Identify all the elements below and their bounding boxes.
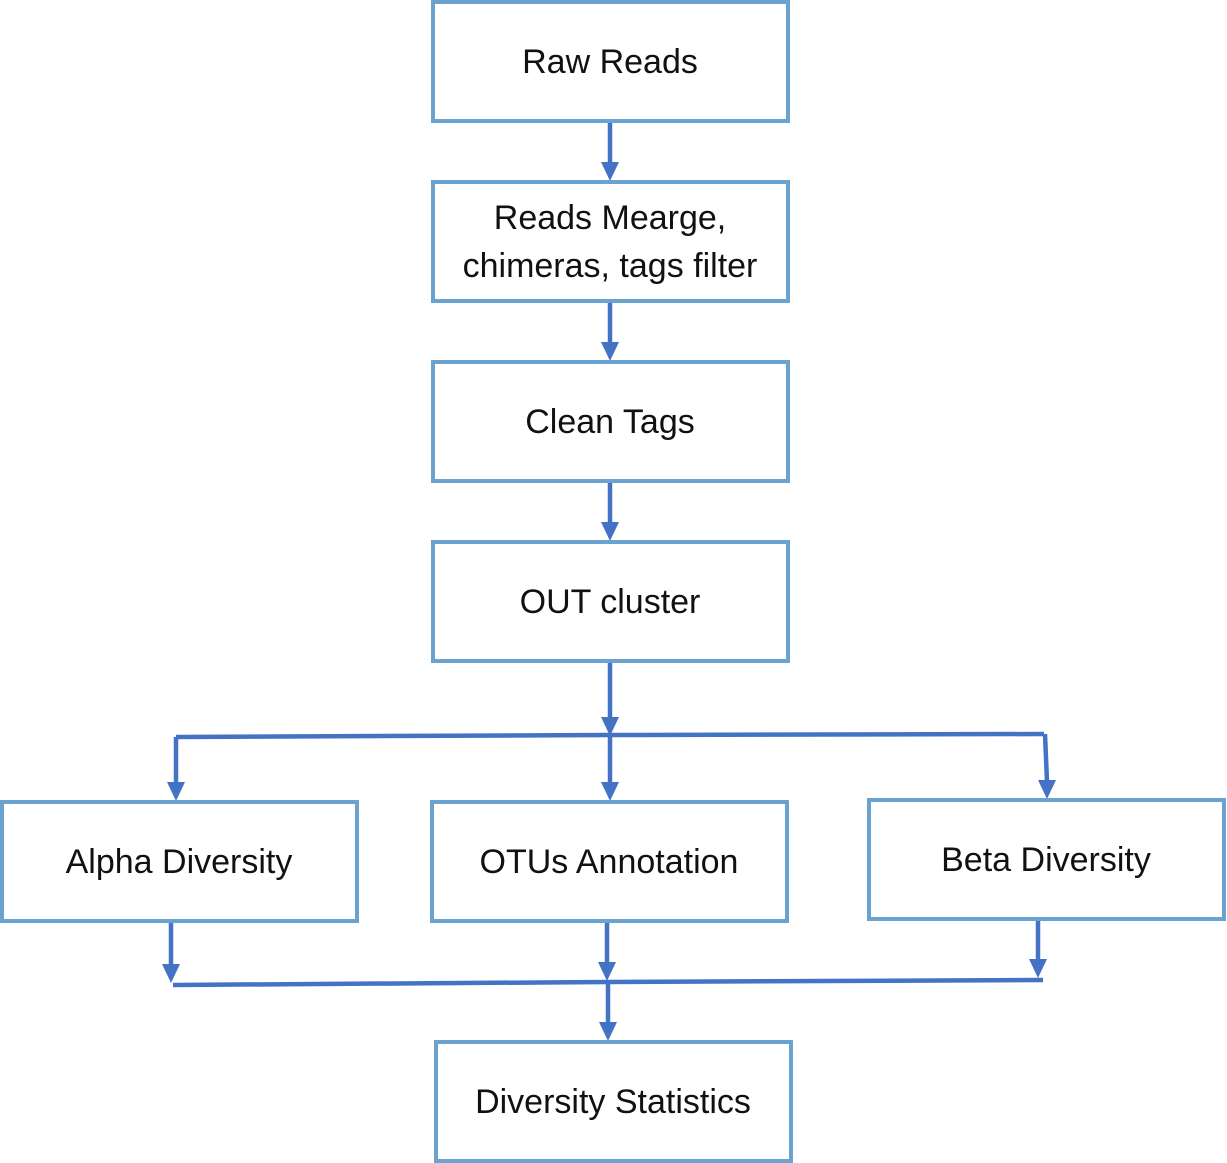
node-diversity-statistics: Diversity Statistics: [434, 1040, 793, 1163]
node-raw-reads-label: Raw Reads: [522, 43, 698, 81]
arrowhead-split-junction: [601, 717, 619, 736]
node-beta-diversity-label: Beta Diversity: [941, 841, 1151, 879]
node-beta-diversity: Beta Diversity: [867, 798, 1226, 921]
node-out-cluster-label: OUT cluster: [520, 583, 701, 621]
node-alpha-diversity-label: Alpha Diversity: [66, 843, 293, 881]
node-raw-reads: Raw Reads: [431, 0, 790, 123]
edge-split-to-beta-diversity: [1042, 733, 1050, 783]
connectors: [162, 121, 1056, 1041]
node-reads-merge-label-line-2: chimeras, tags filter: [463, 247, 758, 285]
arrowhead-clean-tags: [601, 342, 619, 361]
arrowhead-merge-otus: [598, 962, 616, 981]
node-alpha-diversity: Alpha Diversity: [0, 800, 359, 923]
node-otus-annotation-label: OTUs Annotation: [480, 843, 739, 881]
arrowhead-alpha-diversity: [167, 782, 185, 801]
arrowhead-merge-alpha: [162, 964, 180, 983]
node-diversity-statistics-label: Diversity Statistics: [475, 1083, 751, 1121]
node-out-cluster: OUT cluster: [431, 540, 790, 663]
arrowhead-otus-annotation: [601, 782, 619, 801]
arrowhead-merge-beta: [1029, 959, 1047, 978]
node-reads-merge-label-line-1: Reads Mearge,: [494, 199, 726, 237]
arrowhead-beta-diversity: [1038, 780, 1056, 799]
node-otus-annotation: OTUs Annotation: [430, 800, 789, 923]
arrowhead-reads-merge: [601, 162, 619, 181]
node-reads-merge: Reads Mearge, chimeras, tags filter: [431, 180, 790, 303]
arrowhead-diversity-statistics: [599, 1022, 617, 1041]
arrowhead-out-cluster: [601, 522, 619, 541]
node-clean-tags-label: Clean Tags: [525, 403, 695, 441]
node-clean-tags: Clean Tags: [431, 360, 790, 483]
